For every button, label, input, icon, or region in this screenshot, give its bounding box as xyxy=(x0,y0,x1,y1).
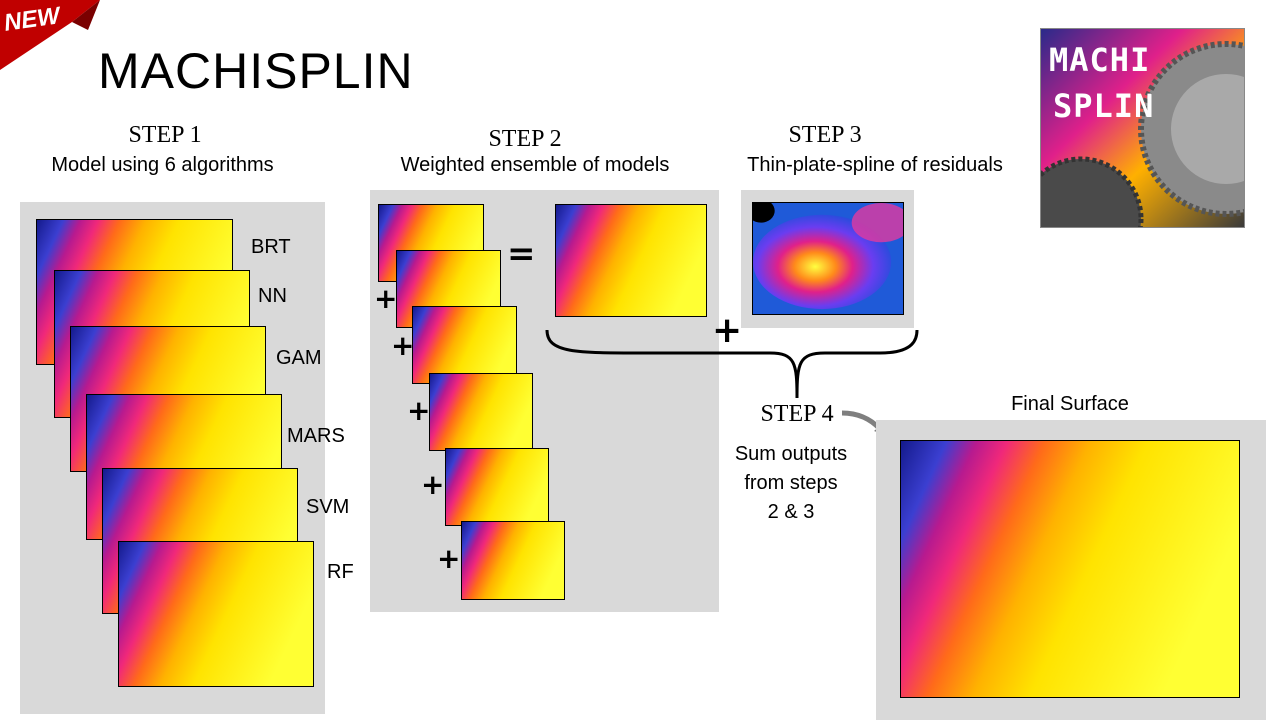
equals-sign: = xyxy=(507,234,536,274)
step2-title: STEP 2 xyxy=(488,126,562,152)
page-title: MACHISPLIN xyxy=(98,43,414,99)
logo-text-line-1: MACHI xyxy=(1049,41,1151,79)
plus-sign-2: + xyxy=(391,329,415,362)
ensemble-input-5 xyxy=(445,448,549,526)
step1-desc: Model using 6 algorithms xyxy=(51,154,274,176)
step4-line-2: from steps xyxy=(744,472,838,494)
algo-label-svm: SVM xyxy=(306,496,350,518)
machisplin-logo: MACHI SPLIN xyxy=(1040,28,1245,228)
plus-sign-5: + xyxy=(437,542,461,575)
algo-label-rf: RF xyxy=(327,561,354,583)
ensemble-input-6 xyxy=(461,521,565,600)
residuals-heatmap xyxy=(752,202,904,315)
final-surface-label: Final Surface xyxy=(1011,393,1129,415)
sum-brace xyxy=(545,329,919,399)
ensemble-output xyxy=(555,204,707,317)
step4-line-1: Sum outputs xyxy=(734,443,848,465)
plus-sign-1: + xyxy=(374,282,398,315)
algo-label-nn: NN xyxy=(258,285,287,307)
step1-title: STEP 1 xyxy=(128,122,202,148)
plus-sign-4: + xyxy=(421,468,445,501)
step4-title: STEP 4 xyxy=(760,401,834,427)
final-surface-heatmap xyxy=(900,440,1240,698)
step4-line-3: 2 & 3 xyxy=(767,501,815,523)
plus-sign-step3: + xyxy=(712,310,743,351)
new-badge: NEW xyxy=(0,0,110,75)
step2-desc: Weighted ensemble of models xyxy=(400,154,670,176)
logo-text-line-2: SPLIN xyxy=(1053,87,1155,125)
step3-desc: Thin-plate-spline of residuals xyxy=(747,154,1003,176)
ensemble-input-4 xyxy=(429,373,533,451)
heatmap-rf xyxy=(118,541,314,687)
algo-label-mars: MARS xyxy=(287,425,345,447)
step3-title: STEP 3 xyxy=(788,122,862,148)
plus-sign-3: + xyxy=(407,394,431,427)
algo-label-brt: BRT xyxy=(251,236,291,258)
algo-label-gam: GAM xyxy=(276,347,322,369)
